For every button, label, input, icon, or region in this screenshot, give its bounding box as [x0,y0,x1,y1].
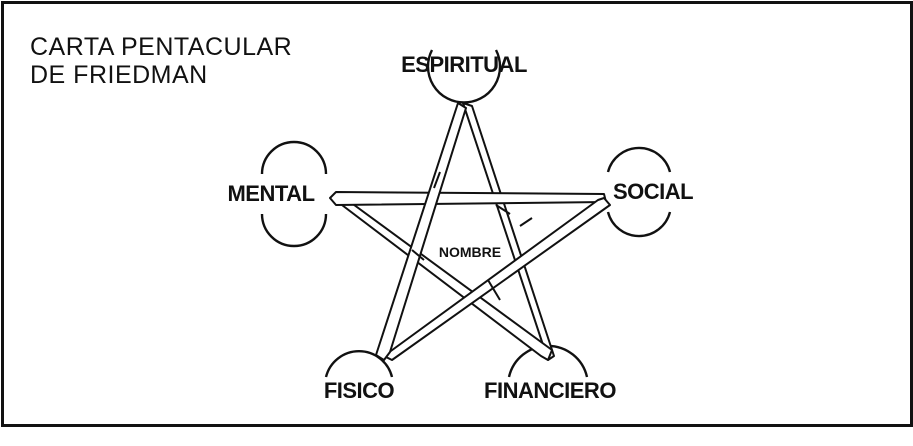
diagram-title: CARTA PENTACULAR DE FRIEDMAN [30,33,292,89]
title-line-2: DE FRIEDMAN [30,61,208,89]
node-label-physical: FISICO [324,378,395,403]
pentacle-interlace-lines [411,171,533,301]
node-label-financial: FINANCIERO [484,378,616,403]
star-band-social-physical [383,197,611,361]
diagram-frame [1,1,913,427]
star-band-financial-mental [337,198,553,361]
node-label-mental: MENTAL [227,181,314,206]
bottom-margin [0,428,913,446]
node-circle-physical [324,350,394,378]
title-line-1: CARTA PENTACULAR [30,33,293,61]
star-band-physical-spiritual [375,102,467,361]
node-circle-mental [260,140,328,248]
star-band-mental-social [329,191,607,206]
center-label: NOMBRE [439,244,501,260]
node-circle-social [606,146,672,238]
pentacle-star [329,102,611,361]
node-label-social: SOCIAL [613,179,693,204]
node-label-spiritual: ESPIRITUAL [401,52,527,77]
